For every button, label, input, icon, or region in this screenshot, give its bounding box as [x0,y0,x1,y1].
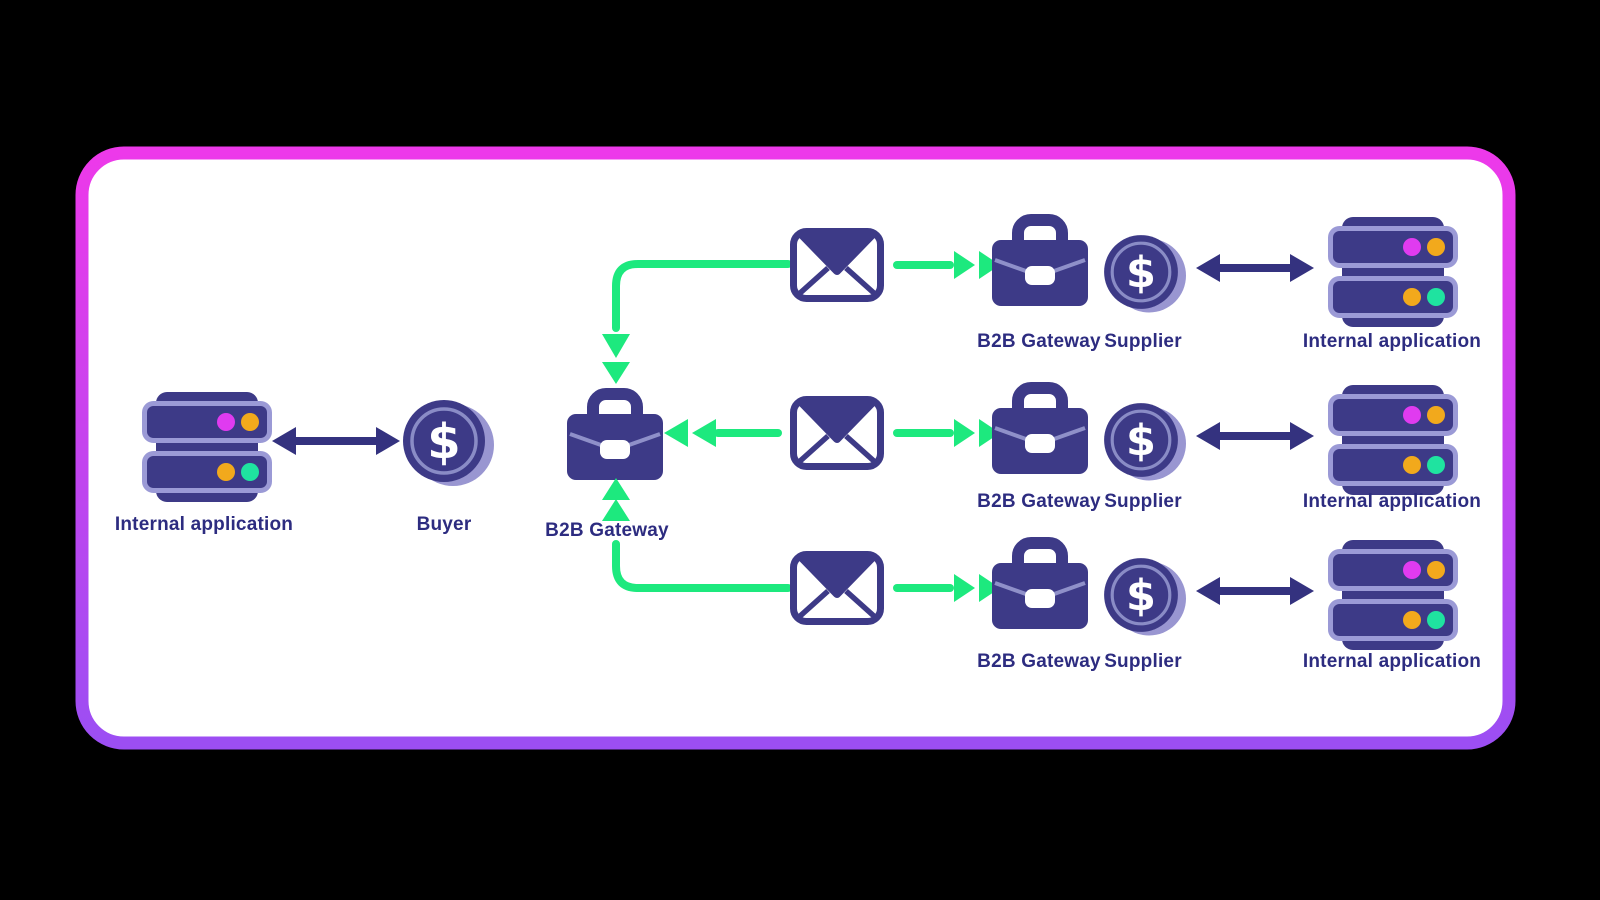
buyer-label: Buyer [417,514,472,535]
gateway-label: B2B Gateway [977,331,1101,352]
coin-dollar-sign: $ [1126,248,1156,298]
flow-arrow-right [893,574,1000,602]
server-stack-icon [1331,385,1456,495]
coin-dollar-sign: $ [1126,416,1156,466]
dollar-coin-icon: $ [1102,401,1188,483]
supplier-row: B2B Gateway $ Supplier Internal applicat… [794,385,1481,512]
gateway-label: B2B Gateway [977,651,1101,672]
envelope-icon [794,555,881,622]
flow-arrow-bottom-elbow [602,478,792,592]
double-headed-arrow-icon [272,427,400,455]
internal-application-label: Internal application [115,514,293,535]
server-stack-icon [1331,540,1456,650]
gateway-label: B2B Gateway [977,491,1101,512]
supplier-label: Supplier [1104,331,1182,352]
dollar-coin-icon: $ [1102,233,1188,315]
central-gateway-group: B2B Gateway [545,260,792,592]
internal-application-label: Internal application [1303,651,1481,672]
supplier-label: Supplier [1104,651,1182,672]
internal-application-label: Internal application [1303,491,1481,512]
supplier-label: Supplier [1104,491,1182,512]
central-gateway-label: B2B Gateway [545,520,669,541]
coin-dollar-sign: $ [427,414,460,470]
double-headed-arrow-icon [1196,422,1314,450]
double-headed-arrow-icon [1196,577,1314,605]
flow-arrow-right [893,251,1000,279]
flow-arrow-middle-left [664,419,782,447]
supplier-row: B2B Gateway $ Supplier Internal applicat… [794,217,1481,352]
envelope-icon [794,232,881,299]
server-stack-icon [1331,217,1456,327]
double-headed-arrow-icon [1196,254,1314,282]
envelope-icon [794,400,881,467]
coin-dollar-sign: $ [1126,571,1156,621]
buyer-group: Internal application $ Buyer [115,392,496,535]
supplier-row: B2B Gateway $ Supplier Internal applicat… [794,540,1481,672]
server-stack-icon [145,392,270,502]
internal-application-label: Internal application [1303,331,1481,352]
flow-arrow-right [893,419,1000,447]
dollar-coin-icon: $ [401,398,496,488]
dollar-coin-icon: $ [1102,556,1188,638]
flow-arrow-top-elbow [602,260,792,384]
